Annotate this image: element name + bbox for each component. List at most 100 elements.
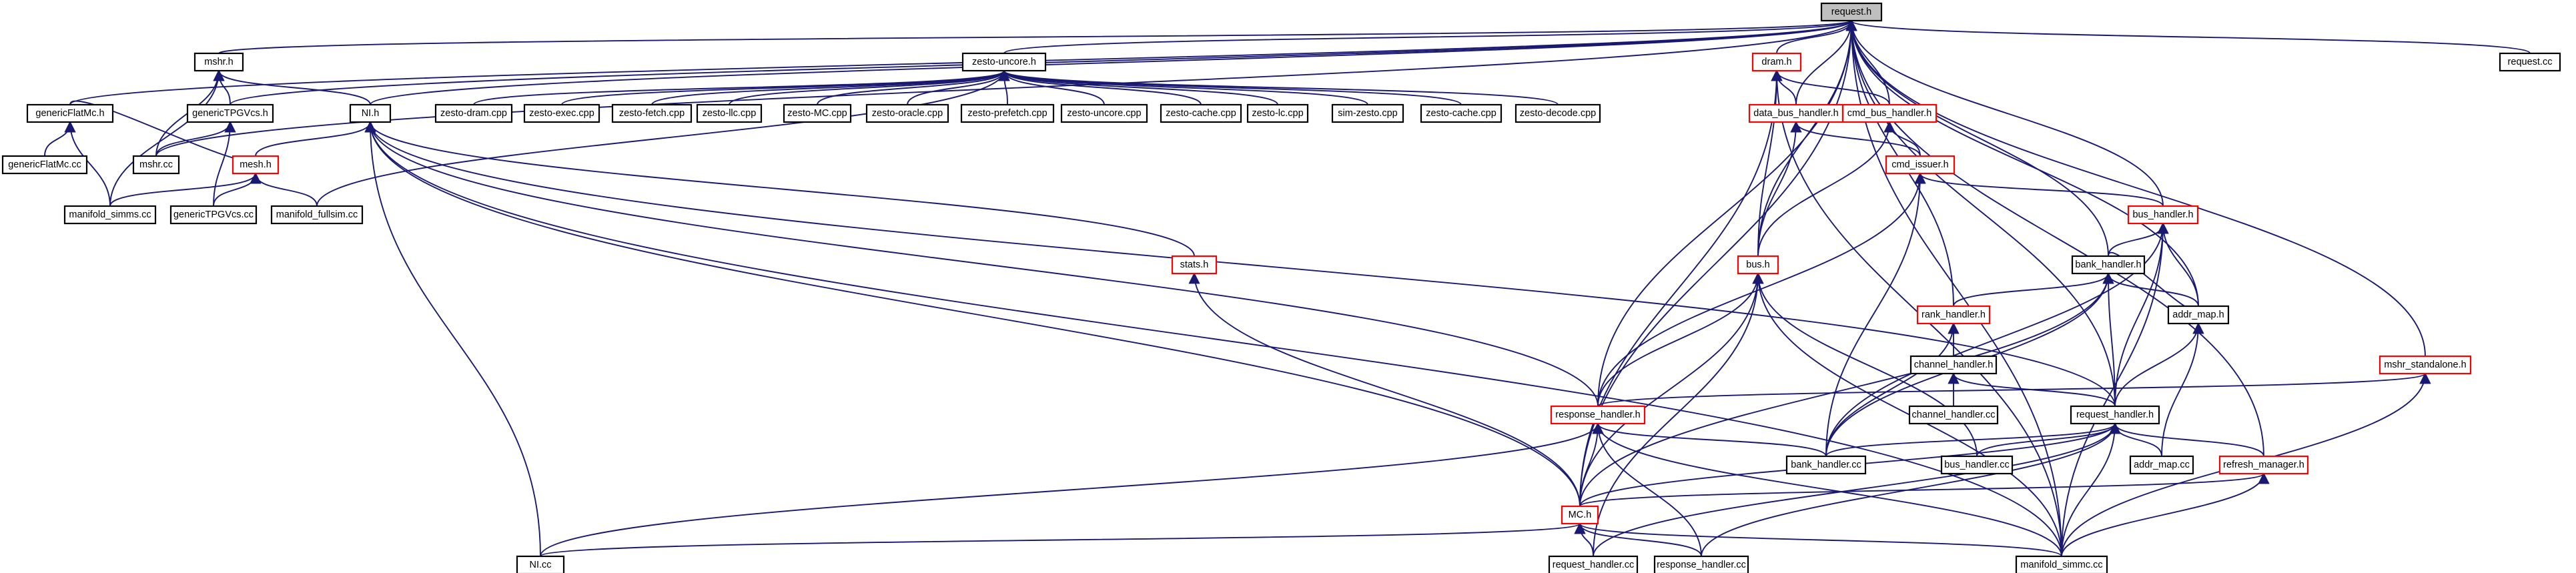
node-zesto-lc-cpp[interactable]: zesto-lc.cpp — [1246, 103, 1309, 123]
node-label: manifold_simmc.cc — [2020, 560, 2102, 570]
node-label: response_handler.h — [1555, 410, 1640, 420]
node-channel-handler-cc[interactable]: channel_handler.cc — [1908, 405, 1999, 425]
node-box — [2129, 455, 2194, 475]
edge-request_handler_h-to-bank_handler_h — [2102, 272, 2116, 407]
node-zesto-dram-cpp[interactable]: zesto-dram.cpp — [434, 103, 513, 123]
node-bus-handler-h[interactable]: bus_handler.h — [2127, 205, 2199, 225]
node-manifold-simms-cc[interactable]: manifold_simms.cc — [63, 205, 157, 225]
node-zesto-oracle-cpp[interactable]: zesto-oracle.cpp — [865, 103, 949, 123]
edge-genericTPGVcs_cc-to-genericTPGVcs_h — [213, 121, 236, 207]
node-label: genericTPGVcs.h — [192, 108, 268, 119]
node-label: mesh.h — [240, 159, 272, 170]
node-box — [1561, 505, 1599, 525]
node-manifold-fullsim-cc[interactable]: manifold_fullsim.cc — [270, 205, 364, 225]
node-dram-h[interactable]: dram.h — [1751, 52, 1802, 72]
node-box — [434, 103, 513, 123]
node-box — [2167, 305, 2230, 325]
node-stats-h[interactable]: stats.h — [1171, 255, 1218, 275]
node-label: zesto-decode.cpp — [1520, 108, 1596, 119]
node-zesto-MC-cpp[interactable]: zesto-MC.cpp — [783, 103, 852, 123]
node-zesto-cache-cpp[interactable]: zesto-cache.cpp — [1160, 103, 1242, 123]
edge-bus_handler_cc-to-request_handler_h — [1976, 422, 2121, 457]
node-bus-h[interactable]: bus.h — [1737, 255, 1779, 275]
node-mshr-cc[interactable]: mshr.cc — [132, 155, 180, 175]
node-label: request_handler.cc — [1553, 560, 1635, 570]
node-zesto-uncore-h[interactable]: zesto-uncore.h — [961, 52, 1047, 72]
node-box — [2379, 355, 2472, 375]
edge-zesto_dram_cpp-to-zesto_uncore_h — [473, 69, 1010, 105]
node-cmd-bus-handler-h[interactable]: cmd_bus_handler.h — [1841, 103, 1938, 123]
node-box — [186, 103, 274, 123]
node-box — [2127, 205, 2199, 225]
edge-bank_handler_h-to-request_h — [1845, 19, 2109, 257]
node-request-cc[interactable]: request.cc — [2499, 52, 2561, 72]
node-bank-handler-h[interactable]: bank_handler.h — [2071, 255, 2146, 275]
node-label: MC.h — [1569, 510, 1592, 520]
node-response-handler-cc[interactable]: response_handler.cc — [1653, 555, 1749, 573]
node-box — [1885, 155, 1956, 175]
node-label: genericFlatMc.h — [35, 108, 104, 119]
node-genericFlatMc-cc[interactable]: genericFlatMc.cc — [1, 155, 88, 175]
node-request-handler-cc[interactable]: request_handler.cc — [1548, 555, 1639, 573]
node-bank-handler-cc[interactable]: bank_handler.cc — [1785, 455, 1867, 475]
node-label: bus_handler.cc — [1944, 460, 2010, 470]
edge-refresh_manager_h-to-request_h — [1845, 19, 2264, 457]
node-response-handler-h[interactable]: response_handler.h — [1550, 405, 1646, 425]
edge-manifold_fullsim_cc-to-mesh_h — [250, 172, 318, 207]
node-box — [2499, 52, 2561, 72]
node-bus-handler-cc[interactable]: bus_handler.cc — [1940, 455, 2014, 475]
node-rank-handler-h[interactable]: rank_handler.h — [1916, 305, 1991, 325]
edge-NI_cc-to-MC_h — [540, 522, 1585, 557]
edge-response_handler_h-to-mshr_standalone_h — [1597, 372, 2431, 407]
node-refresh-manager-h[interactable]: refresh_manager.h — [2218, 455, 2309, 475]
node-zesto-prefetch-cpp[interactable]: zesto-prefetch.cpp — [960, 103, 1055, 123]
node-zesto-cache-cpp2[interactable]: zesto-cache.cpp — [1420, 103, 1502, 123]
edge-MC_h-to-refresh_manager_h — [1579, 472, 2270, 507]
node-label: addr_map.cc — [2134, 460, 2190, 470]
node-manifold-simmc-cc[interactable]: manifold_simmc.cc — [2015, 555, 2108, 573]
node-label: addr_map.h — [2172, 310, 2224, 320]
node-NI-h[interactable]: NI.h — [349, 103, 392, 123]
edge-zesto_uncore_h-to-request_h — [1003, 19, 1857, 54]
node-mesh-h[interactable]: mesh.h — [232, 155, 280, 175]
node-label: manifold_simms.cc — [69, 209, 151, 220]
edge-MC_h-to-stats_h — [1188, 272, 1581, 507]
node-mshr-h[interactable]: mshr.h — [193, 52, 244, 72]
node-addr-map-h[interactable]: addr_map.h — [2167, 305, 2230, 325]
node-request-h[interactable]: request.h — [1820, 2, 1883, 22]
node-MC-h[interactable]: MC.h — [1561, 505, 1599, 525]
node-mshr-standalone-h[interactable]: mshr_standalone.h — [2379, 355, 2472, 375]
node-addr-map-cc[interactable]: addr_map.cc — [2129, 455, 2194, 475]
node-genericFlatMc-h[interactable]: genericFlatMc.h — [26, 103, 114, 123]
node-zesto-llc-cpp[interactable]: zesto-llc.cpp — [696, 103, 763, 123]
node-label: manifold_fullsim.cc — [276, 209, 358, 220]
node-label: zesto-fetch.cpp — [619, 108, 685, 119]
node-label: dram.h — [1761, 57, 1791, 67]
node-zesto-fetch-cpp[interactable]: zesto-fetch.cpp — [611, 103, 693, 123]
node-box — [193, 52, 244, 72]
node-sim-zesto-cpp[interactable]: sim-zesto.cpp — [1331, 103, 1404, 123]
node-box — [132, 155, 180, 175]
node-zesto-uncore-cpp[interactable]: zesto-uncore.cpp — [1060, 103, 1148, 123]
node-data-bus-handler-h[interactable]: data_bus_handler.h — [1748, 103, 1844, 123]
node-genericTPGVcs-cc[interactable]: genericTPGVcs.cc — [169, 205, 258, 225]
edge-mesh_h-to-NI_h — [255, 121, 376, 157]
node-label: NI.cc — [529, 560, 551, 570]
node-genericTPGVcs-h[interactable]: genericTPGVcs.h — [186, 103, 274, 123]
node-cmd-issuer-h[interactable]: cmd_issuer.h — [1885, 155, 1956, 175]
node-label: zesto-cache.cpp — [1426, 108, 1496, 119]
node-box — [523, 103, 600, 123]
node-NI-cc[interactable]: NI.cc — [516, 555, 565, 573]
edge-MC_h-to-dram_h — [1579, 69, 1783, 507]
edge-MC_h-to-bus_h — [1579, 272, 1764, 507]
edge-zesto_cache_cpp2-to-zesto_uncore_h — [998, 69, 1462, 105]
node-zesto-decode-cpp[interactable]: zesto-decode.cpp — [1515, 103, 1601, 123]
node-zesto-exec-cpp[interactable]: zesto-exec.cpp — [523, 103, 600, 123]
node-label: bank_handler.cc — [1791, 460, 1861, 470]
edge-request_handler_h-to-addr_map_h — [2114, 322, 2204, 407]
node-box — [960, 103, 1055, 123]
node-request-handler-h[interactable]: request_handler.h — [2070, 405, 2160, 425]
node-channel-handler-h[interactable]: channel_handler.h — [1909, 355, 1998, 375]
edge-response_handler_cc-to-response_handler_h — [1592, 422, 1702, 557]
node-box — [63, 205, 157, 225]
